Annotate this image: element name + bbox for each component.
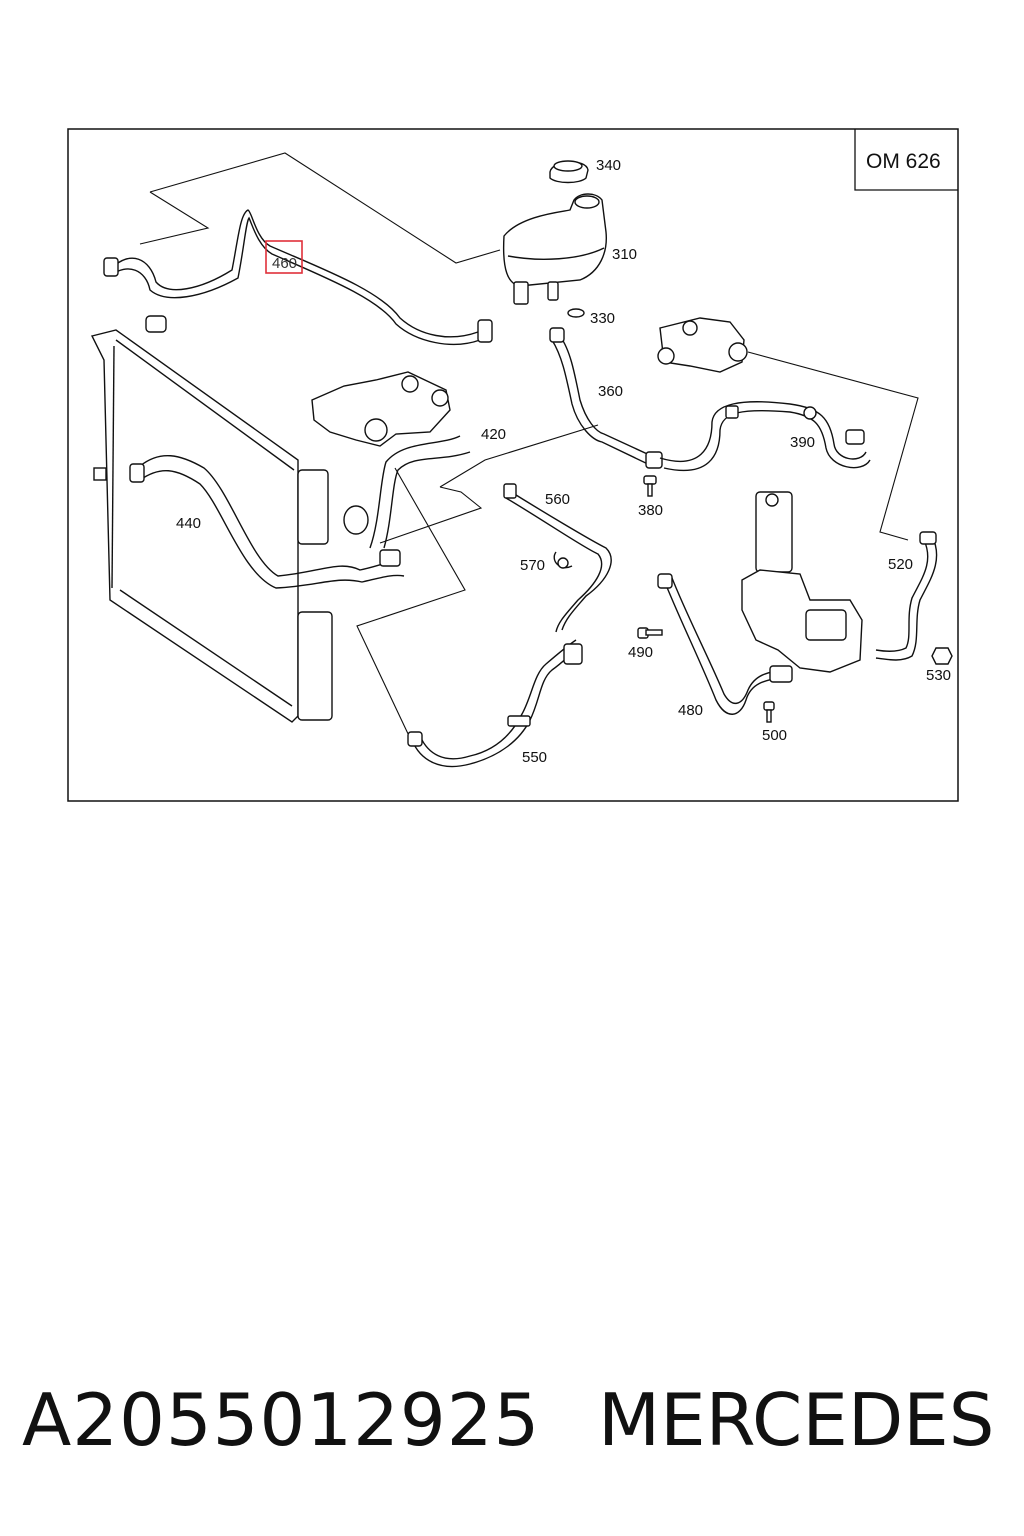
thermostat-housing (657, 317, 748, 373)
o-ring-330 (567, 308, 585, 318)
engine-code: OM 626 (866, 150, 941, 173)
hose-460 (103, 209, 493, 346)
part-labels: 340 310 330 460 360 420 390 380 440 560 570 520 490 5… (176, 157, 951, 766)
part-label-480: 480 (678, 702, 703, 719)
bolt-500 (763, 701, 775, 723)
diagram-frame (67, 128, 959, 802)
hose-560 (503, 483, 612, 633)
part-label-460: 460 (272, 255, 297, 272)
hose-520 (875, 531, 938, 661)
parts-diagram: OM 626 (67, 128, 959, 802)
hose-550 (407, 639, 583, 768)
part-label-500: 500 (762, 727, 787, 744)
tank-cap (549, 160, 589, 184)
part-label-390: 390 (790, 434, 815, 451)
bolt-490 (637, 627, 663, 639)
oil-filter-housing (741, 491, 863, 673)
part-label-560: 560 (545, 491, 570, 508)
brand-name: MERCEDES (598, 1378, 995, 1462)
part-label-490: 490 (628, 644, 653, 661)
bolt-380 (643, 475, 657, 497)
part-label-570: 570 (520, 557, 545, 574)
part-label-340: 340 (596, 157, 621, 174)
part-label-420: 420 (481, 426, 506, 443)
leader-lines (139, 152, 919, 739)
part-label-330: 330 (590, 310, 615, 327)
part-label-520: 520 (888, 556, 913, 573)
highlight-box (265, 240, 303, 274)
hose-360 (549, 327, 663, 469)
part-number: A2055012925 (22, 1378, 541, 1462)
engine-code-box: OM 626 (854, 129, 958, 191)
radiator (90, 329, 333, 723)
clip-570 (553, 551, 573, 569)
hose-440 (129, 454, 405, 589)
part-label-360: 360 (598, 383, 623, 400)
part-label-550: 550 (522, 749, 547, 766)
expansion-tank (502, 193, 607, 305)
footer: A2055012925 MERCEDES (0, 1370, 1024, 1470)
part-label-530: 530 (926, 667, 951, 684)
part-label-310: 310 (612, 246, 637, 263)
pump-housing (311, 371, 451, 447)
part-label-380: 380 (638, 502, 663, 519)
hose-480 (657, 573, 793, 715)
nut-530 (931, 647, 953, 665)
hose-390 (659, 401, 871, 472)
part-label-440: 440 (176, 515, 201, 532)
hose-420 (343, 435, 471, 549)
